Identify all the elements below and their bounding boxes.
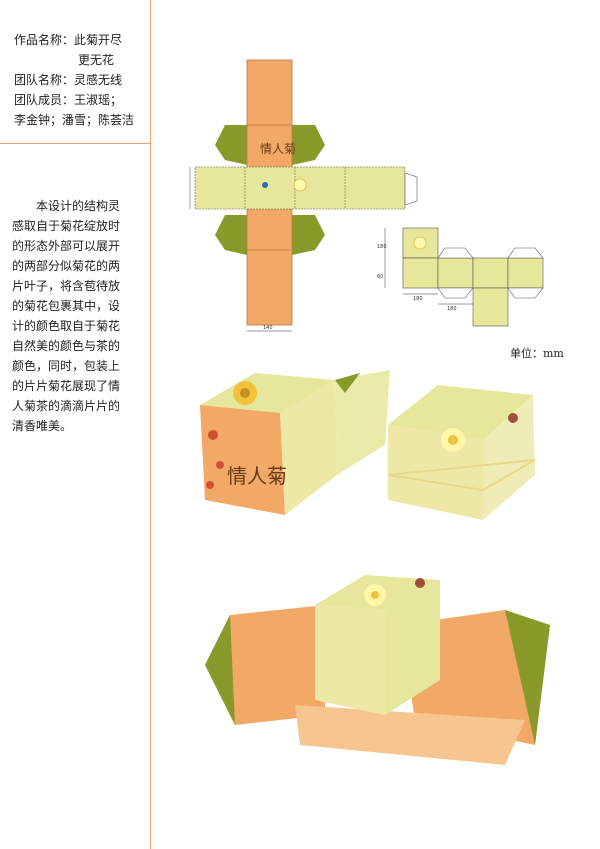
desc-line: 人菊茶的滴滴片片的 bbox=[12, 399, 121, 413]
desc-line: 的形态外部可以展开 bbox=[12, 239, 121, 253]
work-title-line2: 更无花 bbox=[78, 53, 115, 67]
desc-line: 清香唯美。 bbox=[12, 419, 73, 433]
dim-label: 180 bbox=[447, 306, 457, 312]
desc-line: 的两部分似菊花的两 bbox=[12, 259, 121, 273]
team-name: 团队名称：灵感无线 bbox=[14, 73, 123, 87]
desc-line: 的菊花包裹其中，设 bbox=[12, 299, 121, 313]
desc-line: 颜色，同时，包装上 bbox=[12, 359, 121, 373]
box-render-closed bbox=[383, 370, 548, 530]
vertical-divider bbox=[150, 0, 151, 849]
dim-label: 140 bbox=[263, 325, 273, 331]
brand-mark: 情人菊 bbox=[227, 464, 287, 488]
horizontal-divider bbox=[0, 143, 151, 144]
info-block: 作品名称：此菊开尽 更无花 团队名称：灵感无线 团队成员：王淑瑶； 李金钟；潘雪… bbox=[14, 30, 149, 130]
inner-box-dieline-diagram: 180 60 180 180 bbox=[375, 220, 560, 335]
work-title-line1: 作品名称：此菊开尽 bbox=[14, 33, 123, 47]
box-render-outer: 情人菊 bbox=[185, 365, 390, 540]
desc-line: 自然美的颜色与茶的 bbox=[12, 339, 121, 353]
desc-line: 感取自于菊花绽放时 bbox=[12, 219, 121, 233]
desc-line: 的片片菊花展现了情 bbox=[12, 379, 121, 393]
dim-label: 180 bbox=[413, 296, 423, 302]
dim-label: 180 bbox=[377, 244, 387, 250]
unit-label: 单位：mm bbox=[510, 347, 564, 360]
brand-mark-flat: 情人菊 bbox=[260, 142, 296, 156]
flat-dieline-diagram: 情人菊 140 bbox=[185, 55, 425, 335]
desc-line: 本设计的结构灵 bbox=[36, 199, 121, 213]
desc-line: 片叶子，将含苞待放 bbox=[12, 279, 121, 293]
team-members-line2: 李金钟；潘雪；陈荟洁 bbox=[14, 113, 135, 127]
box-render-opened bbox=[205, 555, 550, 795]
desc-line: 计的颜色取自于菊花 bbox=[12, 319, 121, 333]
design-description: 本设计的结构灵 感取自于菊花绽放时 的形态外部可以展开 的两部分似菊花的两 片叶… bbox=[12, 196, 144, 436]
team-members-line1: 团队成员：王淑瑶； bbox=[14, 93, 123, 107]
dim-label: 60 bbox=[377, 274, 383, 280]
